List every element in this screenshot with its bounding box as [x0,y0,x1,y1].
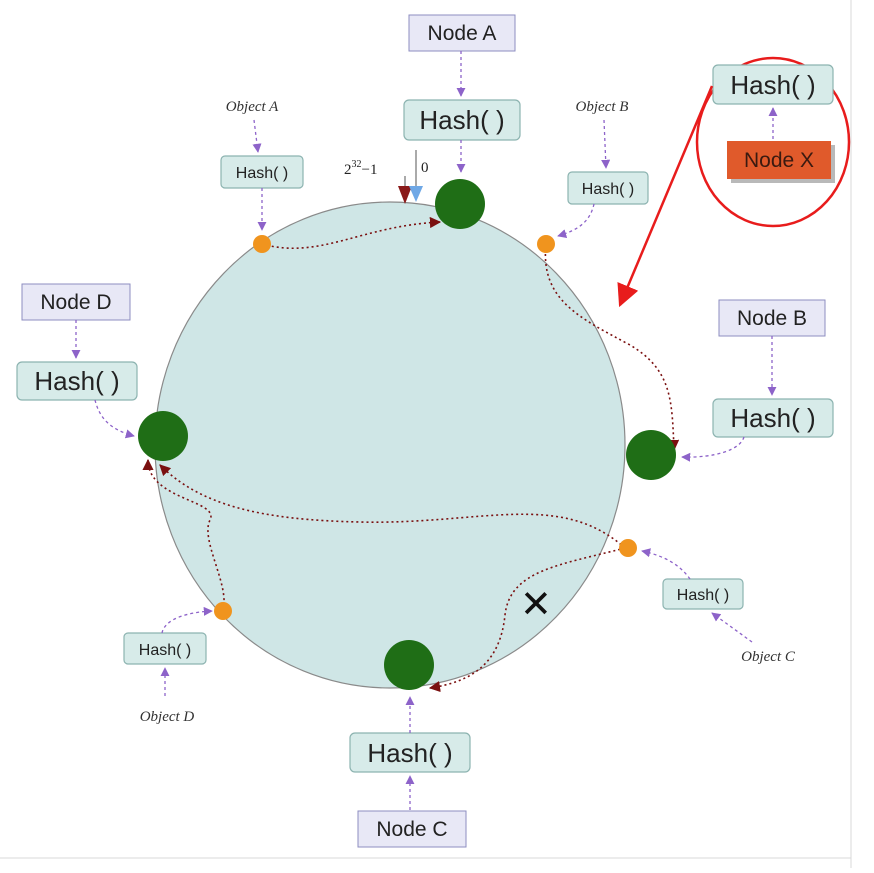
ring-zero-pointer [409,186,423,202]
object-c-hash-to-ring-arrow [641,548,691,580]
node-x-placement-arrow [617,85,714,308]
node-a-hash-label: Hash( ) [419,105,504,135]
object-a-label: Object A [226,99,279,115]
object-c-hash-label: Hash( ) [677,587,729,604]
node-a-dot [435,179,485,229]
object-c-dot [619,539,637,557]
ring-zero-label: 0 [421,160,429,176]
node-d-hash-label: Hash( ) [34,366,119,396]
node-b-label: Node B [737,307,807,330]
node-d-hash-box [16,361,138,401]
object-a-to-hash-arrow [252,119,262,153]
object-d-dot [214,602,232,620]
node-a-box [408,14,516,52]
node-x-label: Node X [744,149,814,172]
node-b-hash-box [712,398,834,438]
object-c-label: Object C [741,649,796,665]
object-d-hash-label: Hash( ) [139,642,191,659]
node-a-hash-box [403,99,521,141]
object-d-hash-box [123,632,207,665]
path-object-c-to-node-d [159,464,626,549]
object-a-dot [253,235,271,253]
object-d-hash-to-ring-arrow [161,606,213,634]
object-b-hash-label: Hash( ) [582,181,634,198]
object-c-to-hash-arrow [711,612,753,643]
object-b-label: Object B [576,99,629,115]
removed-path-mark: ✕ [520,584,552,626]
node-a-label: Node A [428,22,497,45]
object-a-hash-label: Hash( ) [236,165,288,182]
node-x-highlight-circle [695,56,851,228]
node-d-hash-to-ring-arrow [94,399,135,439]
node-b-hash-label: Hash( ) [730,403,815,433]
path-object-c-to-node-c-removed [428,547,626,693]
node-b-dot [626,430,676,480]
node-x-hash-label: Hash( ) [730,70,815,100]
ring-max-pointer [398,186,412,204]
object-b-to-hash-arrow [601,119,611,169]
node-x-box [727,141,831,179]
object-b-hash-to-ring-arrow [557,203,595,239]
node-x-hash-box [712,64,834,105]
path-object-b-to-node-b [544,243,680,452]
object-b-dot [537,235,555,253]
ring-max-label: 232−1 [344,159,377,178]
path-object-a-to-node-a [261,216,442,249]
node-c-dot [384,640,434,690]
node-b-hash-to-ring-arrow [681,436,745,462]
node-d-dot [138,411,188,461]
node-c-hash-label: Hash( ) [367,738,452,768]
object-d-label: Object D [140,709,195,725]
object-c-hash-box [662,578,744,610]
object-b-hash-box [567,171,649,205]
node-c-box [357,810,467,848]
node-d-label: Node D [40,291,111,314]
node-c-label: Node C [376,818,447,841]
